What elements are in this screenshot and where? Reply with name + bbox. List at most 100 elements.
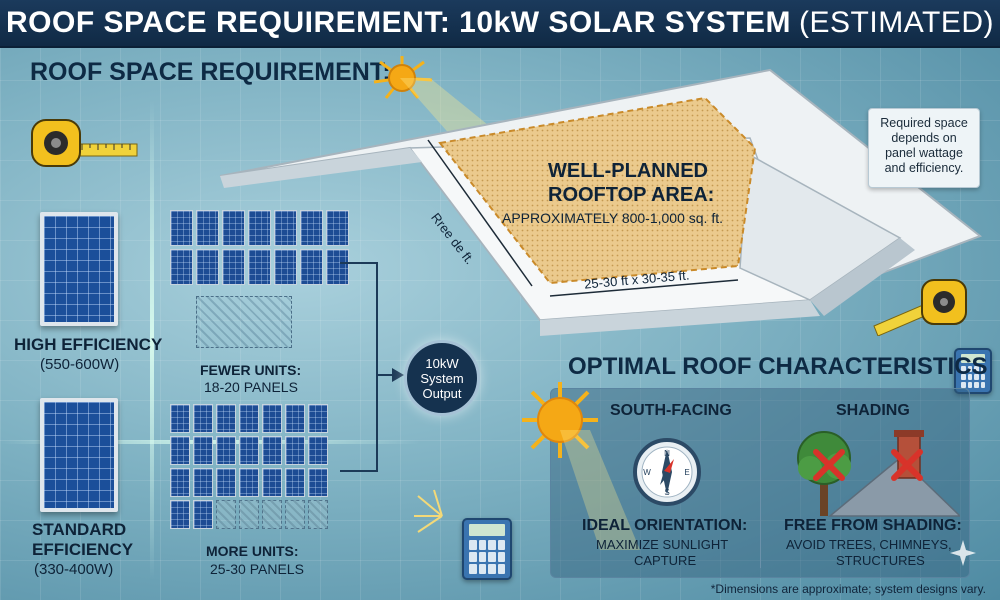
standard-efficiency-wattage: (330-400W): [34, 561, 114, 578]
solar-panel: [248, 210, 271, 246]
fewer-units-label: FEWER UNITS:: [200, 362, 302, 378]
sunbeam: [560, 430, 640, 550]
connector-line: [378, 374, 398, 376]
empty-panel-slot: [239, 500, 259, 529]
sun-icon: [522, 382, 598, 458]
sparkle-icon: [950, 540, 976, 566]
standard-efficiency-label-2: EFFICIENCY: [32, 540, 134, 559]
south-facing-desc-2: CAPTURE: [634, 553, 697, 568]
roof-illustration: [219, 68, 983, 336]
svg-text:N: N: [664, 449, 670, 458]
high-efficiency-wattage: (550-600W): [40, 356, 120, 373]
solar-panel: [308, 404, 328, 433]
solar-panel: [216, 468, 236, 497]
solar-panel: [222, 249, 245, 285]
solar-panel: [239, 468, 259, 497]
note-line-4: and efficiency.: [884, 161, 964, 175]
solar-panel: [193, 436, 213, 465]
solar-panel: [216, 404, 236, 433]
page-title: ROOF SPACE REQUIREMENT: 10kW SOLAR SYSTE…: [6, 6, 792, 39]
solar-panel: [262, 468, 282, 497]
svg-text:E: E: [684, 468, 689, 477]
south-facing-heading: SOUTH-FACING: [610, 402, 732, 419]
calculator-glow: [414, 489, 443, 533]
solar-panel: [170, 404, 190, 433]
solar-panel: [170, 249, 193, 285]
section-title: ROOF SPACE REQUIREMENT:: [30, 58, 391, 86]
optimal-section-title: OPTIMAL ROOF CHARACTERISTICS: [568, 353, 988, 380]
note-line-3: panel wattage: [885, 146, 963, 160]
fewer-units-count: 18-20 PANELS: [204, 379, 298, 395]
calculator-icon: [954, 348, 992, 394]
output-line-3: Output: [422, 385, 462, 401]
footnote: *Dimensions are approximate; system desi…: [710, 582, 986, 596]
high-efficiency-label: HIGH EFFICIENCY: [14, 335, 163, 354]
shading-heading: SHADING: [836, 402, 910, 419]
compass-icon: N S W E: [633, 438, 701, 506]
divider: [760, 398, 761, 568]
solar-panel: [248, 249, 271, 285]
bracket-connector: [340, 262, 378, 472]
svg-text:S: S: [664, 488, 669, 497]
solar-panel: [193, 500, 213, 529]
x-mark-icon: [813, 449, 845, 481]
note-box: Required space depends on panel wattage …: [868, 108, 980, 188]
solar-panel: [170, 468, 190, 497]
standard-efficiency-label-1: STANDARD: [32, 520, 127, 539]
solar-panel: [170, 500, 190, 529]
solar-panel: [285, 468, 305, 497]
solar-panel: [262, 436, 282, 465]
empty-panel-slot: [308, 500, 328, 529]
rooftop-area-value: APPROXIMATELY 800-1,000 sq. ft.: [502, 210, 723, 226]
shading-desc-1: AVOID TREES, CHIMNEYS,: [786, 537, 952, 552]
shading-subheading: FREE FROM SHADING:: [784, 517, 962, 534]
more-units-panel-grid: [170, 404, 328, 529]
arrow-icon: [392, 368, 404, 382]
solar-panel: [222, 210, 245, 246]
solar-panel: [326, 249, 349, 285]
solar-panel: [193, 404, 213, 433]
rooftop-area-title-1: WELL-PLANNED: [548, 160, 708, 182]
south-facing-subheading: IDEAL ORIENTATION:: [582, 517, 748, 534]
solar-panel: [196, 249, 219, 285]
system-output-badge: 10kW System Output: [404, 340, 480, 416]
solar-panel: [193, 468, 213, 497]
high-efficiency-panel: [40, 212, 118, 326]
fewer-units-empty-area: [196, 296, 292, 348]
solar-panel: [300, 210, 323, 246]
x-mark-icon: [891, 449, 923, 481]
solar-panel: [239, 436, 259, 465]
rooftop-area-title-2: ROOFTOP AREA:: [548, 184, 715, 206]
solar-panel: [216, 436, 236, 465]
calculator-icon: [462, 518, 512, 580]
solar-panel: [170, 436, 190, 465]
note-line-2: depends on: [891, 131, 957, 145]
title-bar: ROOF SPACE REQUIREMENT: 10kW SOLAR SYSTE…: [0, 0, 1000, 48]
output-line-1: 10kW: [425, 355, 459, 371]
output-line-2: System: [420, 370, 464, 386]
sun-icon: [373, 56, 433, 99]
page-title-suffix: (ESTIMATED): [799, 6, 994, 39]
glow-line-vertical: [150, 100, 154, 580]
solar-panel: [196, 210, 219, 246]
more-units-count: 25-30 PANELS: [210, 561, 304, 577]
note-line-1: Required space: [880, 116, 968, 130]
solar-panel: [274, 249, 297, 285]
empty-panel-slot: [262, 500, 282, 529]
solar-panel: [308, 436, 328, 465]
solar-panel: [274, 210, 297, 246]
solar-panel: [285, 404, 305, 433]
fewer-units-panel-grid: [170, 210, 349, 285]
svg-text:W: W: [643, 468, 651, 477]
solar-panel: [308, 468, 328, 497]
solar-panel: [300, 249, 323, 285]
south-facing-desc-1: MAXIMIZE SUNLIGHT: [596, 537, 729, 552]
more-units-label: MORE UNITS:: [206, 543, 299, 559]
solar-panel: [262, 404, 282, 433]
solar-panel: [239, 404, 259, 433]
shading-desc-2: STRUCTURES: [836, 553, 925, 568]
tape-measure-icon: [31, 119, 138, 167]
empty-panel-slot: [216, 500, 236, 529]
tape-measure-icon: [873, 279, 967, 336]
solar-panel: [170, 210, 193, 246]
